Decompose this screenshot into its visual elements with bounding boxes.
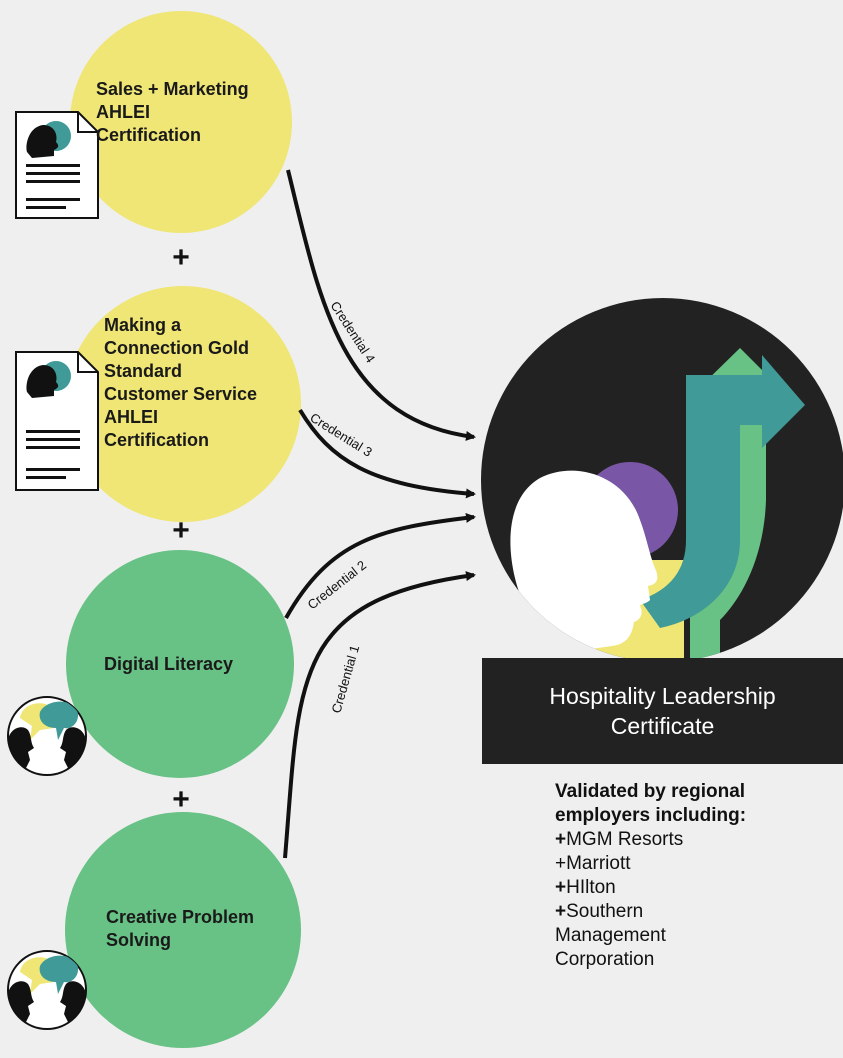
employer-item-continued: Corporation	[555, 949, 655, 970]
certificate-title-line1: Hospitality Leadership	[549, 683, 776, 709]
credential-label-line: AHLEI	[104, 407, 158, 427]
employer-name: HIlton	[566, 877, 616, 898]
arrow-credential-3	[298, 408, 476, 499]
employer-item: +MGM Resorts	[555, 828, 835, 852]
credential-label-line: AHLEI	[96, 102, 150, 122]
employer-name: MGM Resorts	[566, 829, 684, 850]
employer-item: +Marriott	[555, 852, 835, 876]
arrow-label-credential-2: Credential 2	[305, 557, 369, 612]
credential-circle-creative-problem-solving	[65, 812, 301, 1048]
credential-label-sales-marketing: Sales + Marketing AHLEI Certification	[96, 78, 249, 147]
credential-label-line: Solving	[106, 930, 172, 950]
leadership-growth-illustration	[481, 298, 843, 662]
conversation-icon	[7, 696, 87, 776]
arrow-credential-4	[286, 169, 476, 441]
credential-label-line: Making a	[104, 315, 182, 335]
plus-sign: +	[172, 514, 190, 547]
arrow-label-credential-1: Credential 1	[328, 643, 362, 715]
employer-plus: +	[555, 877, 567, 898]
certificate-title-box: Hospitality Leadership Certificate	[482, 658, 843, 764]
credential-label-line: Certification	[104, 430, 210, 450]
validation-block: Validated by regional employers includin…	[555, 780, 835, 972]
employer-name: Marriott	[566, 853, 631, 874]
credential-circle-digital-literacy	[66, 550, 294, 778]
employer-name: Southern	[566, 901, 644, 922]
plus-sign: +	[172, 241, 190, 274]
credential-label-line: Digital Literacy	[104, 654, 234, 674]
credential-circle-making-connection	[65, 286, 301, 522]
employer-plus: +	[555, 853, 567, 874]
validation-heading-line1: Validated by regional	[555, 781, 746, 802]
document-icon	[15, 351, 99, 491]
employer-plus: +	[555, 829, 567, 850]
validation-heading-line2: employers including:	[555, 805, 747, 826]
credential-label-creative-problem-solving: Creative Problem Solving	[106, 906, 254, 952]
credential-label-line: Customer Service	[104, 384, 258, 404]
conversation-icon	[7, 950, 87, 1030]
credential-label-line: Certification	[96, 125, 202, 145]
arrow-credential-1	[283, 571, 476, 859]
document-icon	[15, 111, 99, 219]
credential-circle-sales-marketing	[70, 11, 292, 233]
credential-label-line: Standard	[104, 361, 183, 381]
employer-plus: +	[555, 901, 567, 922]
certificate-title-line2: Certificate	[610, 713, 715, 739]
credential-label-digital-literacy: Digital Literacy	[104, 653, 233, 676]
credential-label-line: Sales + Marketing	[96, 79, 249, 99]
credential-label-line: Creative Problem	[106, 907, 255, 927]
employer-item: +Southern	[555, 900, 835, 924]
plus-sign: +	[172, 783, 190, 816]
credential-label-making-connection: Making a Connection Gold Standard Custom…	[104, 314, 257, 452]
employer-item: +HIlton	[555, 876, 835, 900]
credential-label-line: Connection Gold	[104, 338, 249, 358]
arrow-credential-2	[284, 512, 476, 619]
employer-item-continued: Management	[555, 925, 666, 946]
